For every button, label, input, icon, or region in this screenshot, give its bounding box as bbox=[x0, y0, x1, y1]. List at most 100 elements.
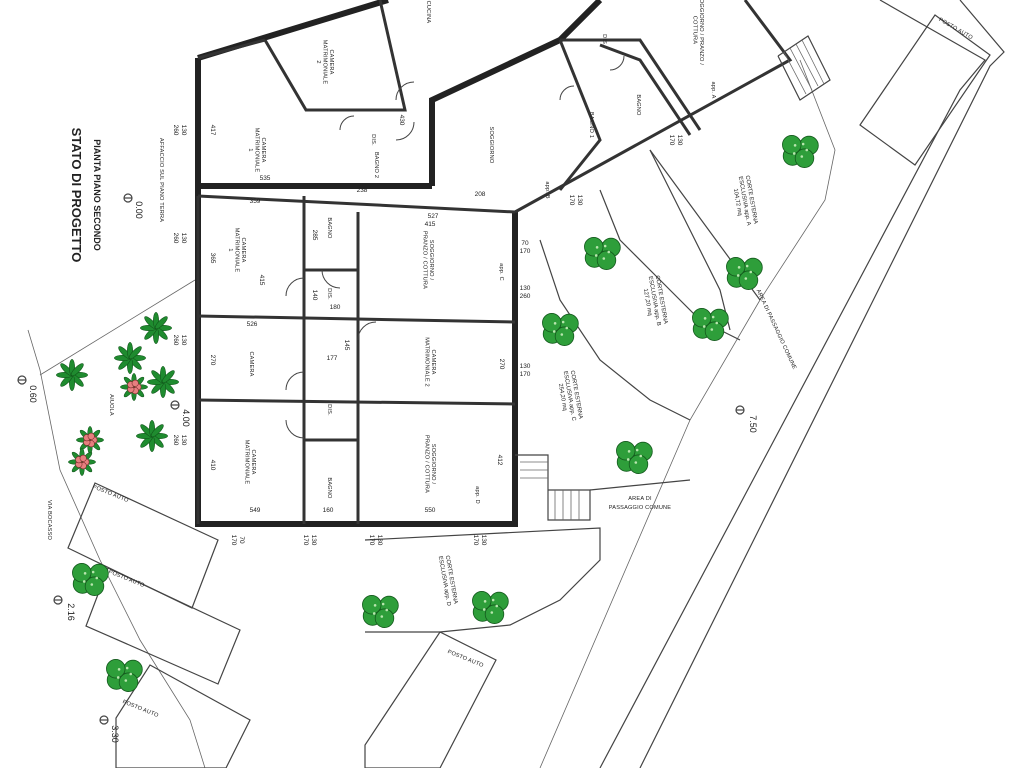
window-dim-7: 70170 bbox=[230, 535, 245, 546]
interior-dim-21: 365 bbox=[209, 253, 216, 264]
room-labels: CAMERAMATRIMONIALE2 CUCINA SOGGIORNO / PRA… bbox=[227, 0, 716, 504]
level-mark-060: 0.60 bbox=[17, 375, 38, 403]
via-label: VIA BOCASSO bbox=[46, 500, 52, 541]
level-mark-4: 4.00 bbox=[170, 400, 191, 427]
interior-dim-18: 417 bbox=[209, 125, 216, 136]
interior-dim-6: 549 bbox=[250, 507, 261, 514]
stairs-right bbox=[515, 454, 591, 521]
parking-spaces: POSTO AUTO POSTO AUTO POSTO AUTO POSTO A… bbox=[67, 14, 991, 768]
stairs-top-right bbox=[777, 35, 831, 101]
room-camera-matrimoniale-top: CAMERAMATRIMONIALE1 bbox=[247, 128, 266, 173]
unit-tag-1: app. B bbox=[544, 181, 550, 198]
court-corte-c: CORTE ESTERNAESCLUSIVA app. C254,20 mq bbox=[555, 369, 583, 422]
interior-dim-22: 430 bbox=[398, 115, 405, 126]
interior-dim-14: 412 bbox=[496, 455, 503, 466]
room-bagno-2-top: BAGNO 2 bbox=[373, 152, 379, 178]
affaccio-label: AFFACCIO SUL PIANO TERRA bbox=[158, 138, 164, 222]
parking-label-1: POSTO AUTO bbox=[92, 484, 130, 504]
window-dim-10: 130170 bbox=[472, 535, 487, 546]
room-camera: CAMERA bbox=[248, 351, 254, 376]
interior-dim-10: 208 bbox=[475, 191, 486, 198]
room-soggiorno-top: SOGGIORNO bbox=[488, 127, 494, 164]
room-camera-matrimoniale-2-top: CAMERAMATRIMONIALE2 bbox=[315, 40, 334, 85]
interior-dim-9: 238 bbox=[357, 187, 368, 194]
palm-icon-3 bbox=[147, 366, 179, 398]
palm-icon-0 bbox=[140, 312, 172, 344]
flower-icon-0-leaves bbox=[120, 373, 148, 401]
parking-label-5: POSTO AUTO bbox=[447, 649, 485, 669]
interior-dim-4: 177 bbox=[327, 355, 338, 362]
interior-dim-5: 415 bbox=[425, 221, 436, 228]
tree-icon-7 bbox=[472, 591, 509, 624]
unit-tag-0: app. A bbox=[710, 81, 716, 98]
room-soggiorno-c: SOGGIORNO /PRANZO / COTTURA bbox=[421, 231, 434, 289]
room-disimpegno-mid: DIS. bbox=[326, 288, 332, 300]
level-mark-750: 7.50 bbox=[735, 405, 758, 433]
level-mark-216: 2.16 bbox=[53, 595, 76, 621]
tree-icon-4 bbox=[692, 308, 729, 341]
unit-tag-3: app. D bbox=[474, 486, 480, 504]
area-passaggio-vertical: AREA DI PASSAGGIO COMUNE bbox=[755, 289, 798, 371]
palm-icon-2 bbox=[56, 359, 88, 391]
room-disimpegno-top: DIS. bbox=[370, 134, 376, 146]
unit-tag-2: app. C bbox=[498, 263, 504, 281]
court-corte-d: CORTE ESTERNAESCLUSIVA app. D bbox=[437, 554, 459, 606]
tree-icon-5 bbox=[616, 441, 653, 474]
window-dim-9: 130170 bbox=[368, 535, 383, 546]
aiuola-label: AIUOLA bbox=[108, 394, 114, 416]
level-mark-0: 0.00 bbox=[123, 193, 144, 219]
court-corte-a: CORTE ESTERNAESCLUSIVA app. A104,72 mq bbox=[730, 175, 758, 228]
interior-dim-2: 359 bbox=[250, 198, 261, 205]
interior-dim-20: 270 bbox=[209, 355, 216, 366]
room-bagno-top-right: BAGNO bbox=[635, 94, 641, 116]
room-soggiorno-pranzo-top: SOGGIORNO / PRANZO /COTTURA bbox=[691, 0, 704, 65]
room-camera-matrimoniale-low: CAMERAMATRIMONIALE bbox=[243, 440, 256, 485]
window-dim-0: 130260 bbox=[172, 125, 187, 136]
room-camera-matrimoniale-2-mid: CAMERAMATRIMONIALE 2 bbox=[423, 337, 436, 387]
room-cucina-top: CUCINA bbox=[425, 1, 431, 24]
palm-icon-1 bbox=[114, 342, 146, 374]
area-passaggio-label-1: AREA DI bbox=[628, 496, 652, 502]
level-mark-330-text: 3.30 bbox=[110, 725, 120, 743]
window-dim-2: 130260 bbox=[172, 335, 187, 346]
interior-dim-7: 160 bbox=[323, 507, 334, 514]
room-disimpegno-low: DIS. bbox=[326, 404, 332, 416]
plan-title: STATO DI PROGETTO bbox=[69, 128, 84, 263]
level-mark-750-text: 7.50 bbox=[748, 415, 758, 433]
room-camera-matrimoniale-1-mid: CAMERAMATRIMONIALE1 bbox=[227, 228, 246, 273]
palm-icon-4 bbox=[136, 420, 168, 452]
interior-dim-15: 285 bbox=[311, 230, 318, 241]
room-bagno-1-top: BAGNO 1 bbox=[588, 112, 594, 138]
interior-dim-17: 145 bbox=[343, 340, 350, 351]
window-dim-12: 130170 bbox=[568, 195, 583, 206]
level-mark-4-text: 4.00 bbox=[181, 409, 191, 427]
interior-dim-19: 410 bbox=[209, 460, 216, 471]
level-mark-216-text: 2.16 bbox=[66, 603, 76, 621]
interior-dim-11: 180 bbox=[330, 304, 341, 311]
level-mark-060-text: 0.60 bbox=[28, 385, 38, 403]
flower-icon-0 bbox=[127, 379, 142, 395]
building-walls bbox=[195, 0, 793, 527]
flower-icon-2-leaves bbox=[68, 448, 96, 476]
tree-icon-1 bbox=[584, 237, 621, 270]
parking-label-4: POSTO AUTO bbox=[937, 17, 973, 42]
tree-icon-3 bbox=[542, 313, 579, 346]
room-soggiorno-d: SOGGIORNO /PRANZO / COTTURA bbox=[423, 435, 436, 493]
title-block: STATO DI PROGETTO PIANTA PIANO SECONDO bbox=[69, 128, 102, 263]
tree-icon-8 bbox=[72, 563, 109, 596]
level-mark-0-text: 0.00 bbox=[134, 201, 144, 219]
court-corte-b: CORTE ESTERNAESCLUSIVA app. B127,20 mq bbox=[640, 275, 668, 328]
interior-dim-0: 527 bbox=[428, 213, 439, 220]
plan-subtitle: PIANTA PIANO SECONDO bbox=[92, 139, 102, 251]
interior-dim-1: 535 bbox=[260, 175, 271, 182]
parking-label-3: POSTO AUTO bbox=[122, 699, 160, 719]
flower-icon-2 bbox=[75, 454, 90, 470]
level-mark-330: 3.30 bbox=[99, 715, 120, 743]
room-bagno-low: BAGNO bbox=[326, 477, 332, 499]
room-disimpegno-top-2: DIS. bbox=[601, 34, 607, 46]
